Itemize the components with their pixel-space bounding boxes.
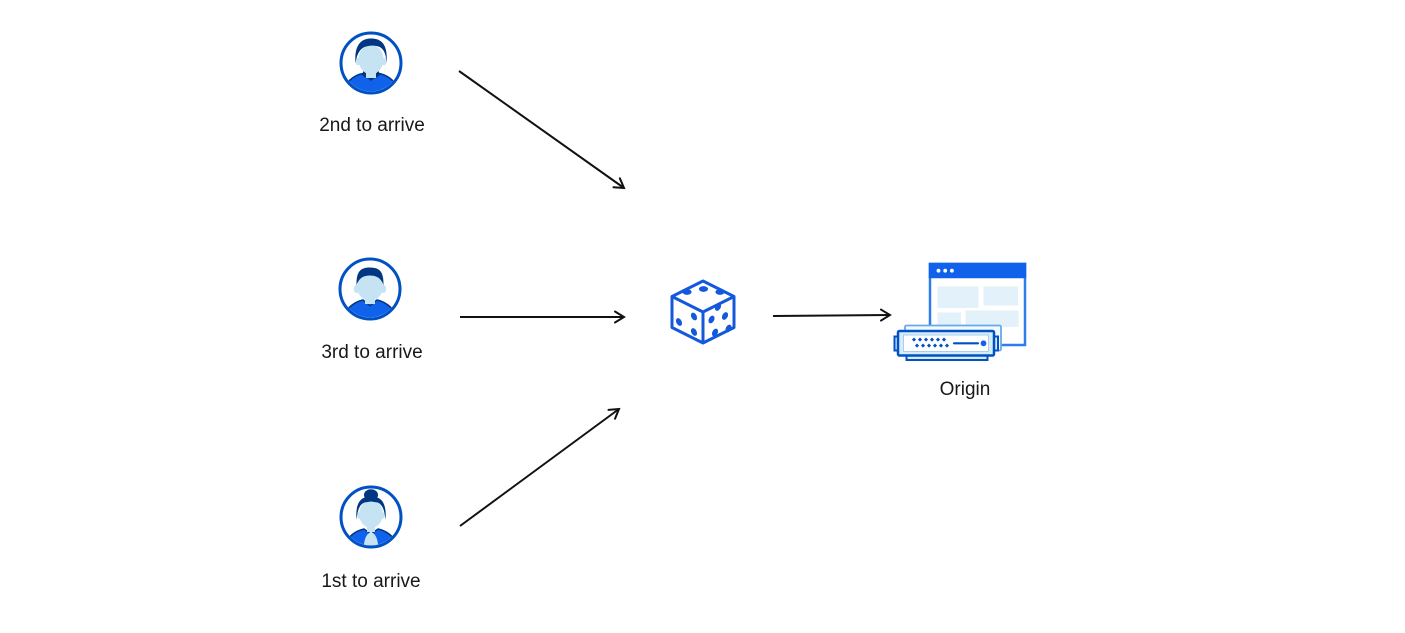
arrow-client1-to-dice [459, 407, 621, 527]
arrow-dice-to-origin [772, 308, 892, 322]
male-user-swept-hair-avatar-icon [339, 31, 403, 95]
male-user-flat-top-avatar-icon [338, 257, 402, 321]
client-3rd-label: 3rd to arrive [321, 342, 423, 363]
client-1st-label: 1st to arrive [321, 571, 421, 592]
female-user-bun-avatar-icon [339, 485, 403, 549]
server-appliance [893, 324, 1002, 361]
origin-label: Origin [939, 379, 991, 400]
client-2nd-label: 2nd to arrive [319, 115, 425, 136]
dice-icon [670, 279, 736, 345]
arrow-client2-to-dice [458, 70, 626, 190]
origin-server-browser-icon [893, 262, 1027, 361]
